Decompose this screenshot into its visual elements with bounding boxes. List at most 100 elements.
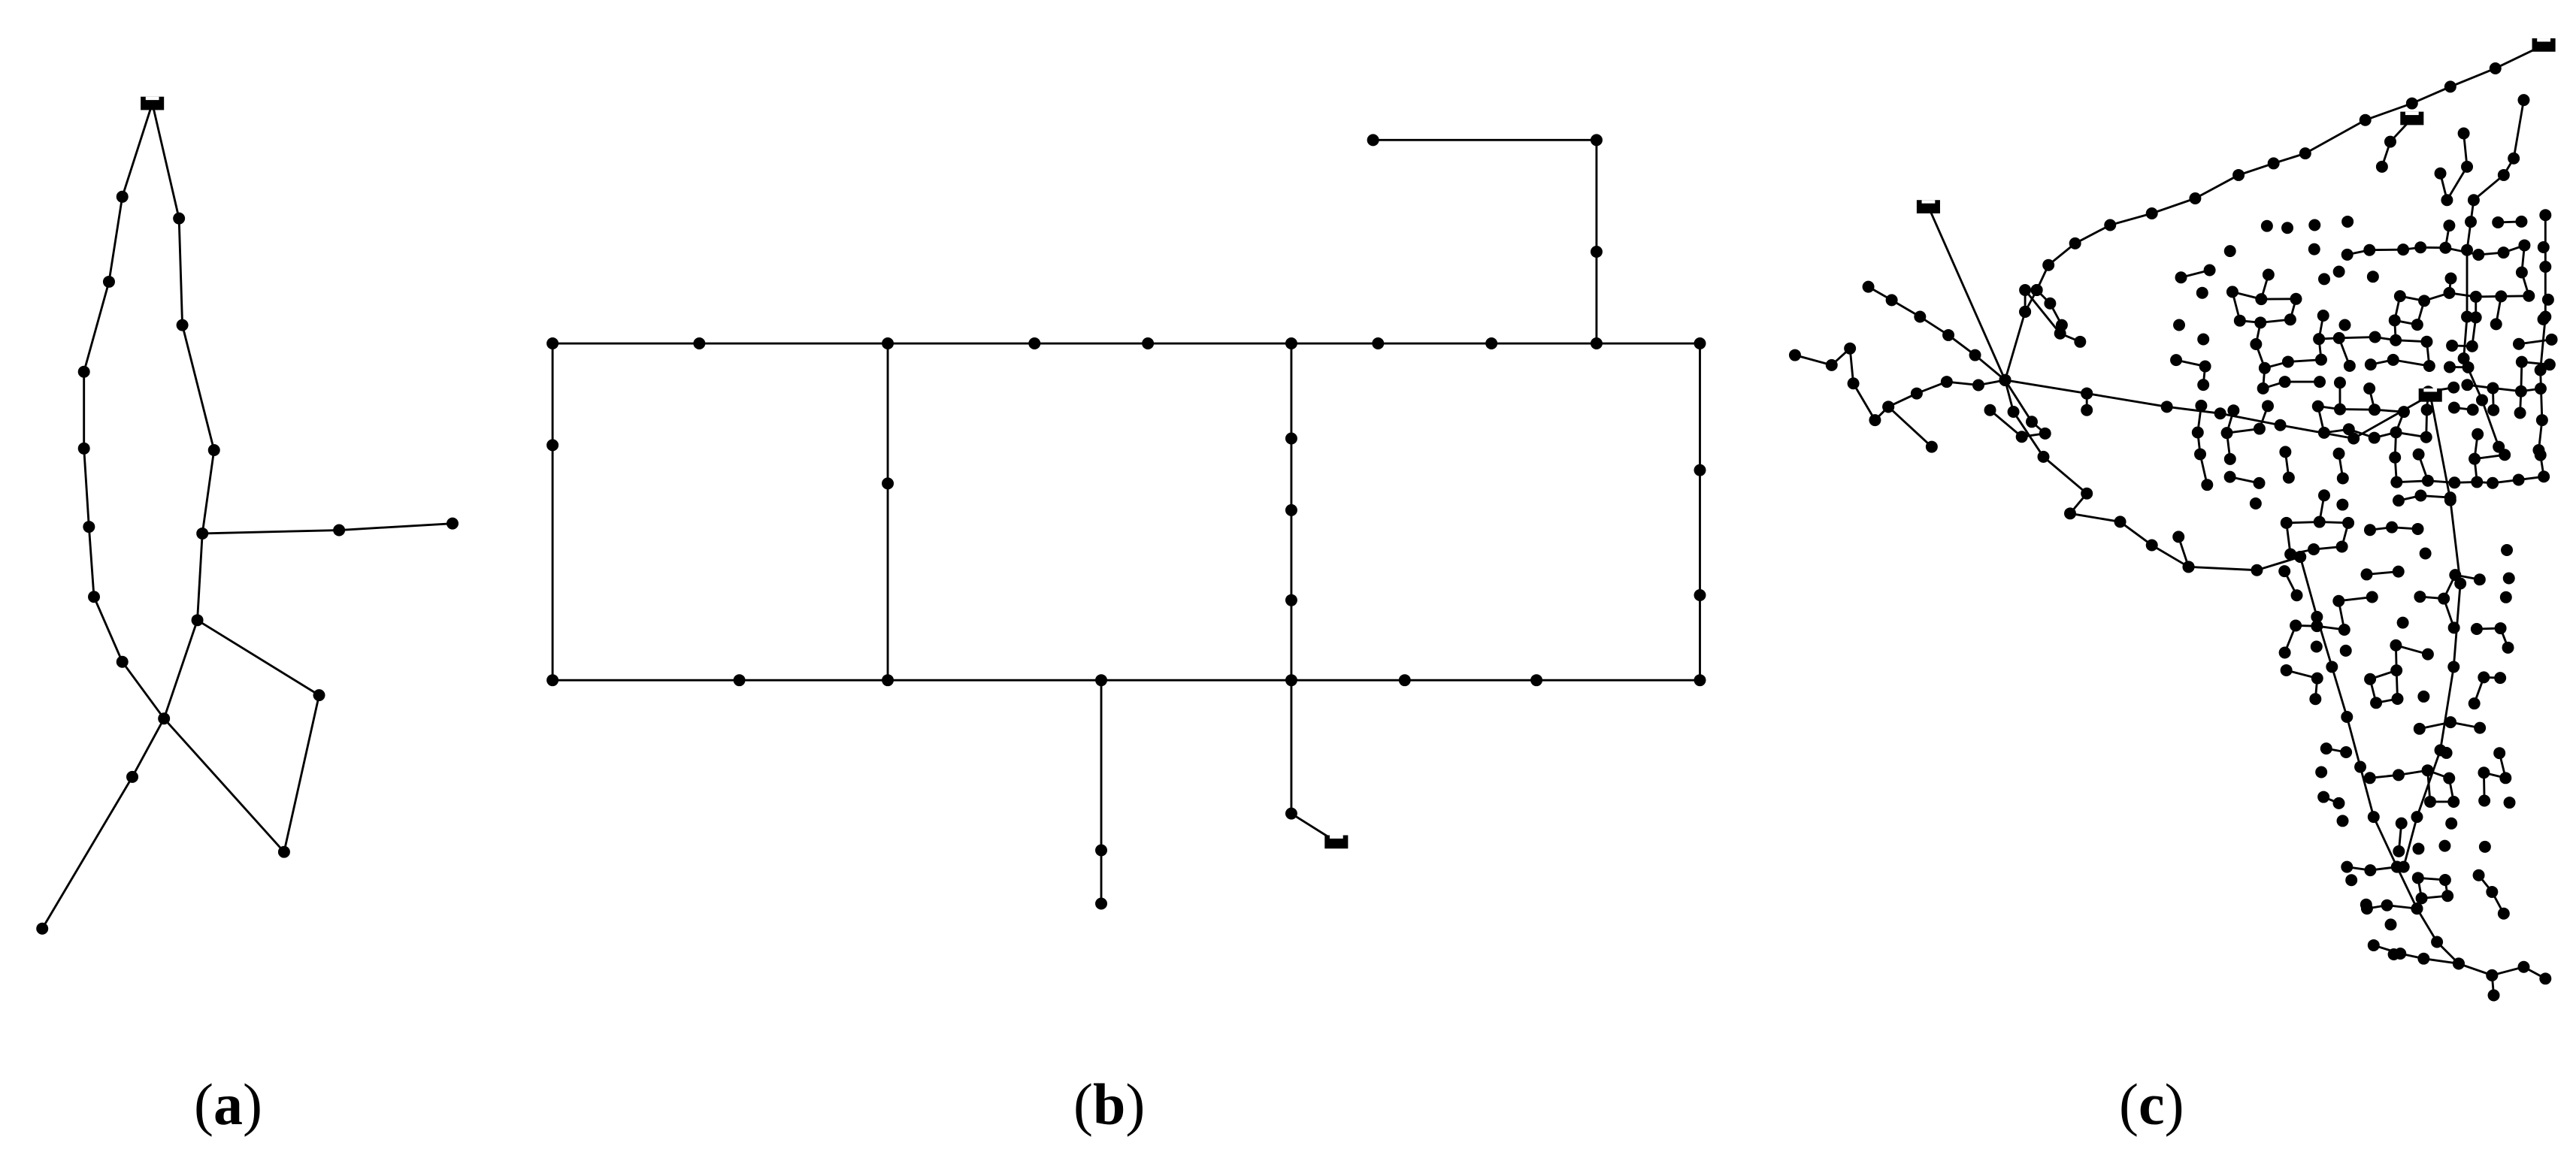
network-c-junction-dot — [2497, 246, 2510, 259]
network-c-junction-dot — [2315, 766, 2328, 779]
network-c-junction-dot — [1882, 401, 1895, 413]
network-c-pipe — [2012, 411, 2045, 458]
network-c-junction-dot — [2281, 355, 2294, 368]
network-c-pipe — [2449, 500, 2462, 584]
network-c-junction-dot — [2412, 448, 2425, 461]
network-c-junction-dot — [2443, 361, 2456, 373]
network-a-pipe — [181, 325, 216, 451]
network-c-junction-dot — [2313, 333, 2326, 346]
network-b-junction-dot — [1694, 464, 1706, 476]
network-c-junction-dot — [2309, 693, 2322, 706]
network-c-junction-dot — [2489, 62, 2502, 74]
network-c-junction-dot — [2390, 664, 2403, 677]
network-c-junction-dot — [2499, 591, 2512, 603]
network-c-junction-dot — [2443, 772, 2456, 785]
network-c-junction-dot — [2497, 168, 2510, 181]
network-c-junction-dot — [2478, 794, 2491, 807]
network-c-junction-dot — [2354, 760, 2367, 773]
network-a-pipe — [83, 281, 110, 373]
network-c-junction-dot — [2260, 219, 2273, 232]
network-c-junction-dot — [2384, 135, 2396, 148]
network-b-junction-dot — [1398, 674, 1411, 687]
network-b-junction-dot — [1694, 337, 1706, 350]
network-c-junction-dot — [2170, 354, 2183, 367]
network-c-junction-dot — [2145, 207, 2158, 219]
network-c-junction-dot — [2044, 297, 2057, 310]
network-c-pipe — [2365, 102, 2413, 122]
network-c-junction-dot — [2338, 319, 2351, 331]
network-c-junction-dot — [2332, 265, 2345, 278]
network-c-junction-dot — [2447, 661, 2460, 673]
network-b-junction-dot — [1095, 844, 1108, 857]
network-c-pipe — [2166, 405, 2220, 415]
network-c-junction-dot — [2341, 860, 2354, 873]
network-a-pipe — [92, 596, 124, 663]
network-c-junction-dot — [2497, 907, 2510, 920]
network-c — [1788, 38, 2558, 1002]
network-c-junction-dot — [2253, 422, 2266, 435]
network-c-junction-dot — [2469, 452, 2481, 465]
network-c-pipe — [2429, 395, 2452, 500]
network-b-junction-dot — [1372, 337, 1385, 350]
network-c-junction-dot — [2502, 641, 2514, 654]
network-c-reservoir-tank-icon-notch — [2405, 111, 2419, 116]
network-c-pipe — [2446, 166, 2469, 201]
network-c-junction-dot — [2360, 902, 2373, 915]
network-c-junction-dot — [2447, 381, 2460, 394]
network-c-junction-dot — [2486, 969, 2499, 981]
network-c-junction-dot — [2342, 423, 2355, 436]
network-c-junction-dot — [2335, 540, 2348, 553]
network-c-junction-dot — [2299, 147, 2311, 160]
network-c-junction-dot — [2311, 672, 2323, 685]
network-c-junction-dot — [2281, 222, 2294, 234]
network-a-pipe — [41, 776, 134, 930]
network-a-pipe — [339, 522, 453, 531]
network-c-junction-dot — [2104, 219, 2117, 231]
network-c-junction-dot — [2332, 331, 2345, 344]
network-c-junction-dot — [2255, 293, 2268, 306]
network-c-junction-dot — [2064, 507, 2076, 520]
network-c-pipe — [1852, 382, 1876, 421]
network-c-junction-dot — [2466, 340, 2478, 352]
network-a-pipe — [163, 718, 285, 853]
network-c-junction-dot — [2487, 989, 2500, 1002]
caption-b: (b) — [1073, 1072, 1146, 1137]
network-c-junction-dot — [2534, 382, 2547, 395]
network-c-pipe — [2512, 99, 2525, 159]
network-c-junction-dot — [2197, 379, 2210, 392]
network-a-junction-dot — [88, 591, 100, 603]
network-c-junction-dot — [2461, 379, 2474, 392]
network-c-junction-dot — [2332, 594, 2345, 607]
network-a-junction-dot — [313, 689, 325, 702]
network-c-junction-dot — [2434, 167, 2447, 180]
network-c-junction-dot — [2493, 440, 2505, 453]
network-c-junction-dot — [2284, 313, 2296, 326]
network-c-junction-dot — [2233, 314, 2246, 327]
network-c-junction-dot — [2441, 194, 2453, 207]
network-c-junction-dot — [2262, 268, 2275, 281]
network-c-junction-dot — [2487, 476, 2499, 489]
network-c-junction-dot — [2363, 382, 2376, 395]
network-c-junction-dot — [2392, 565, 2405, 578]
network-c-pipe — [1989, 409, 2023, 438]
network-c-junction-dot — [1942, 328, 1955, 341]
network-c-junction-dot — [2539, 310, 2552, 323]
network-a-pipe — [162, 619, 198, 719]
network-a-junction-dot — [176, 319, 189, 331]
network-c-junction-dot — [2363, 772, 2376, 785]
network-a-pipe — [151, 103, 180, 219]
network-c-junction-dot — [2411, 902, 2423, 915]
network-c-junction-dot — [2514, 385, 2527, 398]
network-b-junction-dot — [693, 337, 706, 350]
network-c-pipe — [2439, 667, 2455, 751]
network-a-junction-dot — [102, 275, 115, 288]
network-c-junction-dot — [2474, 721, 2487, 734]
network-c-junction-dot — [2390, 334, 2402, 346]
network-c-junction-dot — [2294, 551, 2307, 563]
network-c-junction-dot — [2282, 471, 2295, 484]
network-c-junction-dot — [2220, 427, 2233, 440]
network-c-junction-dot — [2364, 673, 2377, 685]
network-b-junction-dot — [1285, 432, 1297, 445]
network-c-junction-dot — [2411, 522, 2424, 535]
network-c-junction-dot — [2081, 487, 2093, 500]
